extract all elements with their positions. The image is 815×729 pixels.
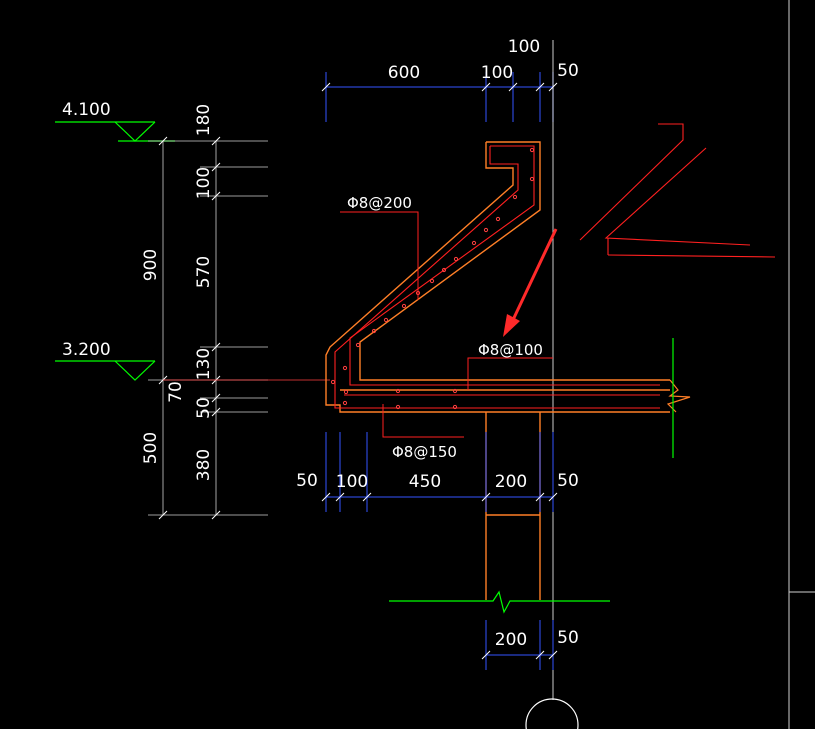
dim-100-top-b: 100: [508, 37, 540, 57]
level-mark-top: 4.100: [55, 100, 175, 142]
ground-line: [389, 590, 610, 614]
rebar-label-slope: Φ8@200: [347, 194, 412, 212]
rebar-leader-slope: [340, 211, 419, 300]
red-arrow-icon: [503, 228, 558, 337]
level-top-label: 4.100: [62, 100, 111, 120]
rebar-label-bottom: Φ8@150: [392, 443, 457, 461]
dim-900: 900: [141, 249, 161, 281]
dim-70: 70: [166, 381, 186, 403]
left-dimension-texts: 900 500 180 100 570 130 70 50 380: [141, 104, 214, 481]
rebar-leader-slab: [467, 357, 553, 390]
rebar-leader-bottom: [382, 404, 464, 438]
axis-bubble: [525, 698, 579, 729]
dim-180: 180: [194, 104, 214, 136]
dim-50-foot: 50: [557, 628, 579, 648]
dim-50-bottom-a: 50: [296, 471, 318, 491]
break-line-icon: [666, 379, 691, 413]
dim-380: 380: [194, 449, 214, 481]
top-dimension-ticks: [321, 82, 558, 92]
dim-50-top: 50: [557, 61, 579, 81]
bottom-dimension-lines: [325, 432, 554, 512]
foot-dimension-lines: [485, 620, 554, 670]
left-dimension-ticks: [158, 136, 221, 520]
foot-dimension-ticks: [481, 650, 558, 660]
level-triangle-icon: [114, 360, 156, 381]
dim-600: 600: [388, 63, 420, 83]
level-bottom-label: 3.200: [62, 340, 111, 360]
dim-100-bottom: 100: [336, 472, 368, 492]
dim-200-bottom: 200: [495, 472, 527, 492]
level-mark-bottom: 3.200: [55, 340, 156, 381]
left-dimension-lines: [148, 140, 268, 516]
dim-570: 570: [194, 256, 214, 288]
dim-50-bottom-b: 50: [557, 471, 579, 491]
rebar-label-slab: Φ8@100: [478, 341, 543, 359]
rebar-lines: [334, 123, 776, 409]
dim-200-foot: 200: [495, 630, 527, 650]
dim-450: 450: [409, 472, 441, 492]
dim-100-top-a: 100: [481, 63, 513, 83]
dim-500: 500: [141, 432, 161, 464]
dim-100-left: 100: [194, 167, 214, 199]
dim-50-left: 50: [194, 397, 214, 419]
dim-130: 130: [194, 348, 214, 380]
bottom-dimension-ticks: [321, 492, 558, 502]
